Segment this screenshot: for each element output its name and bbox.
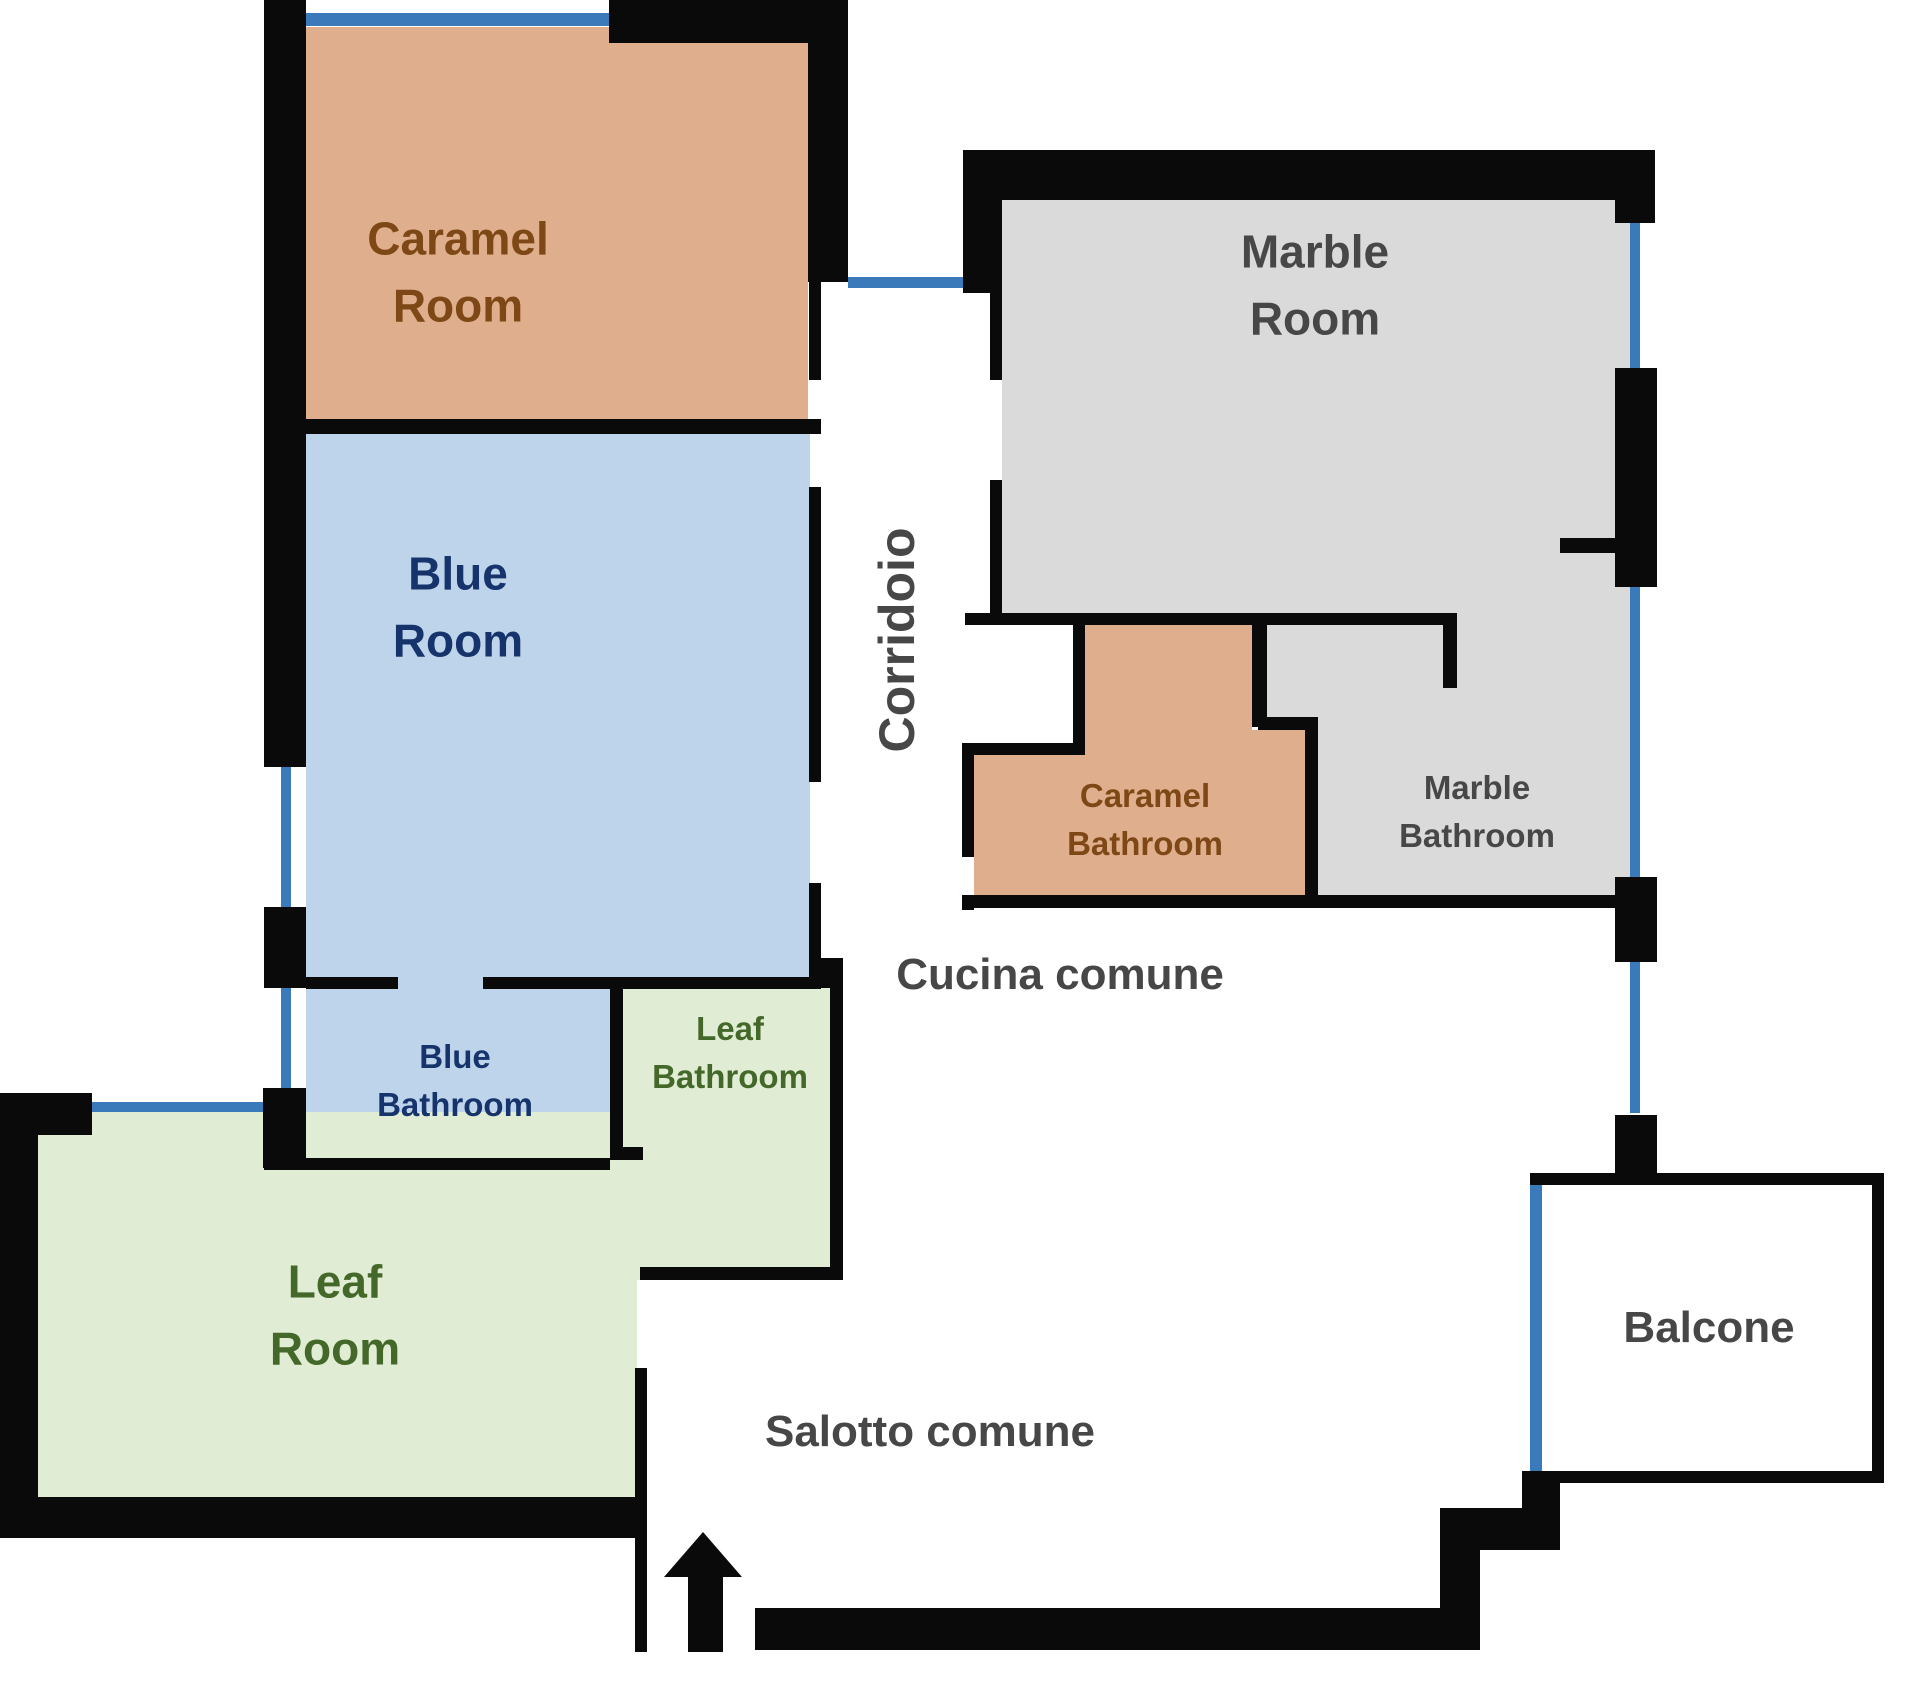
leaf-bath-bottom-wall xyxy=(640,1267,843,1280)
cucina-comune-label: Cucina comune xyxy=(896,950,1224,1000)
corridor-left-wall-1 xyxy=(809,282,821,380)
caramel-bath-right-lower xyxy=(1305,730,1318,895)
right-wall-block-mid xyxy=(1615,368,1657,587)
balcone-top-wall xyxy=(1530,1173,1884,1185)
marble-right-stub xyxy=(1560,538,1615,553)
marble-bath-door-wall xyxy=(1443,625,1457,688)
caramel-room-label: Caramel Room xyxy=(367,212,549,331)
caramel-bath-neck-left xyxy=(1073,625,1085,743)
marble-corner-block xyxy=(1615,150,1655,223)
bathroom-top-wall xyxy=(965,613,1457,625)
caramel-right-wall-thick xyxy=(808,43,848,282)
leaf-left-wall xyxy=(0,1093,38,1537)
caramel-room-fill xyxy=(306,27,808,432)
marble-left-wall-thin-2 xyxy=(990,480,1002,613)
balcone-step-block xyxy=(1522,1483,1560,1550)
salotto-bottom-wall xyxy=(755,1608,1450,1650)
left-outer-wall xyxy=(264,0,306,767)
marble-left-wall-thin-1 xyxy=(990,293,1002,380)
balcone-bottom-wall xyxy=(1522,1471,1884,1483)
caramel-bathroom-mid xyxy=(1252,730,1305,895)
entrance-arrow-head xyxy=(664,1532,742,1577)
marble-left-wall-block xyxy=(963,150,1002,293)
caramel-bath-right-upper xyxy=(1252,618,1267,727)
blue-bath-left-window xyxy=(281,988,291,1088)
caramel-bath-left-wall xyxy=(962,755,974,857)
caramel-bath-step-wall xyxy=(962,743,1085,755)
blue-bath-bottom-wall xyxy=(264,1158,610,1170)
blue-room-left-window xyxy=(281,767,291,907)
marble-top-wall xyxy=(963,150,1655,200)
right-wall-block-low xyxy=(1615,877,1657,962)
leaf-room-fill xyxy=(38,1112,637,1497)
leaf-top-window xyxy=(92,1102,263,1112)
leaf-room-link-fill xyxy=(600,1160,637,1280)
caramel-bathroom-lower xyxy=(974,743,1305,895)
marble-room-label: Marble Room xyxy=(1240,225,1390,344)
blue-room-label: Blue Room xyxy=(392,547,524,666)
marble-room-fill xyxy=(1002,200,1630,618)
blue-room-bottom-wall-b xyxy=(483,977,810,989)
corridor-left-wall-2 xyxy=(809,487,821,782)
caramel-top-wall xyxy=(609,0,848,43)
caramel-bath-right-stub xyxy=(1258,717,1318,730)
blue-bath-right-stub xyxy=(623,1147,643,1160)
blue-bathroom-label: Blue Bathroom xyxy=(377,1038,533,1123)
blue-room-fill xyxy=(306,425,810,989)
blue-room-bottom-wall-a xyxy=(306,977,398,989)
right-wall-block-low-2 xyxy=(1615,1115,1657,1173)
caramel-bathroom-neck xyxy=(1085,625,1252,755)
leaf-room-label: Leaf Room xyxy=(269,1255,401,1374)
balcone-right-wall xyxy=(1872,1173,1884,1483)
salotto-comune-label: Salotto comune xyxy=(764,1407,1096,1457)
leaf-right-wall xyxy=(635,1368,647,1652)
entrance-arrow-shaft xyxy=(688,1577,723,1652)
blue-bath-right-wall xyxy=(610,989,623,1160)
corridoio-label: Corridoio xyxy=(868,527,925,753)
leaf-bath-right-wall xyxy=(830,988,843,1280)
left-wall-block-1 xyxy=(264,907,306,988)
leaf-bathroom-label: Leaf Bathroom xyxy=(652,1010,808,1095)
caramel-blue-divider xyxy=(264,419,821,434)
kitchen-right-window xyxy=(1630,962,1640,1113)
balcone-left-window xyxy=(1530,1185,1542,1471)
leaf-bath-corner-block xyxy=(810,958,843,988)
leaf-bathroom-fill xyxy=(623,977,830,1280)
leaf-bottom-wall xyxy=(0,1497,635,1538)
bathrooms-bottom-wall xyxy=(962,895,1630,908)
caramel-top-window xyxy=(306,13,609,26)
corridor-top-window xyxy=(848,277,963,288)
marble-right-window-2 xyxy=(1630,587,1640,877)
left-wall-block-2 xyxy=(263,1088,306,1168)
caramel-bathroom-label: Caramel Bathroom xyxy=(1067,777,1223,862)
marble-bathroom-label: Marble Bathroom xyxy=(1399,769,1555,854)
marble-right-window-1 xyxy=(1630,223,1640,368)
balcone-label: Balcone xyxy=(1623,1303,1795,1353)
